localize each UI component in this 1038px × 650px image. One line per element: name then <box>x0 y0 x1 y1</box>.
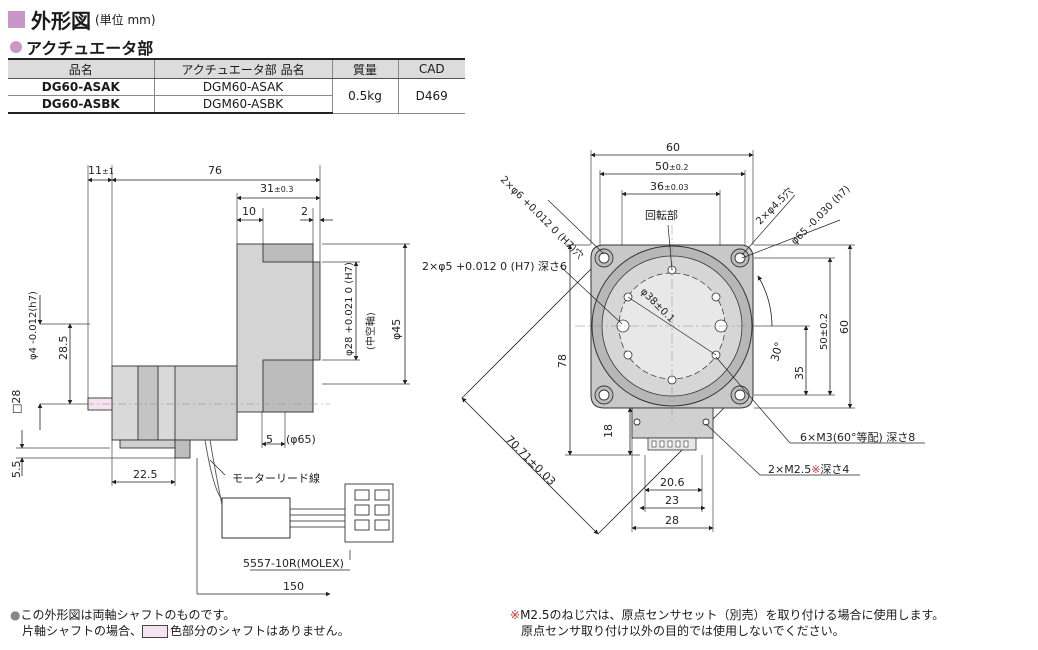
dim-5: 5 <box>266 433 273 446</box>
pink-shaft-swatch <box>142 625 169 638</box>
side-view: 11±1 76 31±0.3 10 2 φ4 -0.012(h7) 28.5 □… <box>10 164 410 597</box>
note-left-line2a: 片軸シャフトの場合、 <box>22 624 143 638</box>
dim-23: 23 <box>665 494 679 507</box>
front-view: 60 50±0.2 36±0.03 2×φ6 +0.012 0 (H7)穴 2×… <box>422 141 925 535</box>
spec-table: 品名 アクチュエータ部 品名 質量 CAD DG60-ASAK DGM60-AS… <box>8 58 465 114</box>
dim-60-right: 60 <box>838 320 851 334</box>
dim-50: 50±0.2 <box>655 160 688 173</box>
dim-10: 10 <box>242 205 256 218</box>
angle-30: 30° <box>768 341 786 363</box>
connector-label: 5557-10R(MOLEX) <box>243 557 344 570</box>
phi5-hole-label: 2×φ5 +0.012 0 (H7) 深さ6 <box>422 260 567 273</box>
section-title: アクチュエータ部 <box>26 39 154 58</box>
actuator-cell: DGM60-ASBK <box>153 95 332 114</box>
dim-28: 28 <box>665 514 679 527</box>
dim-20-6: 20.6 <box>660 476 685 489</box>
note-left-line2b: 色部分のシャフトはありません。 <box>170 624 350 638</box>
rotating-part-label: 回転部 <box>645 208 678 222</box>
dim-50-right: 50±0.2 <box>819 313 830 350</box>
dim-phi45: φ45 <box>390 319 403 340</box>
unit-label: (単位 mm) <box>95 13 156 27</box>
table-row: DG60-ASBK DGM60-ASBK <box>8 95 465 114</box>
note-right-line2: 原点センサ取り付け以外の目的では使用しないでください。 <box>521 624 845 638</box>
table-row: DG60-ASAK DGM60-ASAK 0.5kg D469 <box>8 78 465 114</box>
hole-h7-label: 2×φ6 +0.012 0 (H7)穴 <box>498 173 587 262</box>
col-header-cad: CAD <box>397 58 465 79</box>
dim-36: 36±0.03 <box>650 180 689 193</box>
note-mark: ※ <box>510 608 521 622</box>
dim-60-top: 60 <box>666 141 680 154</box>
hole-45-label: 2×φ4.5穴 <box>753 185 796 228</box>
model-cell: DG60-ASBK <box>8 95 154 114</box>
note-left-line1: この外形図は両軸シャフトのものです。 <box>20 608 236 622</box>
dim-78: 78 <box>556 354 569 368</box>
dim-sq28: □28 <box>10 390 23 414</box>
dim-18: 18 <box>602 424 615 438</box>
dim-76: 76 <box>208 164 222 177</box>
spec-table-header: 品名 アクチュエータ部 品名 質量 CAD <box>8 58 465 79</box>
dim-22-5: 22.5 <box>133 468 158 481</box>
cad-link[interactable]: D469 <box>397 78 465 114</box>
phi65-h7-label: φ65 -0.030 (h7) <box>789 184 852 247</box>
dim-11: 11±1 <box>88 164 114 177</box>
lead-wire-label: モーターリード線 <box>232 471 320 485</box>
m25-thread-label: 2×M2.5※深さ4 <box>768 463 849 476</box>
mass-cell: 0.5kg <box>331 78 398 114</box>
col-header-model: 品名 <box>8 58 154 79</box>
col-header-actuator: アクチュエータ部 品名 <box>153 58 332 79</box>
right-note: ※M2.5のねじ穴は、原点センサセット（別売）を取り付ける場合に使用します。 原… <box>510 607 944 639</box>
dim-35: 35 <box>793 366 806 380</box>
section-heading: アクチュエータ部 <box>10 35 153 59</box>
section-square-icon <box>8 11 25 28</box>
col-header-mass: 質量 <box>331 58 398 79</box>
left-note: ●この外形図は両軸シャフトのものです。 片軸シャフトの場合、色部分のシャフトはあ… <box>10 608 350 638</box>
m3-thread-label: 6×M3(60°等配) 深さ8 <box>800 430 915 444</box>
page-title: 外形図 <box>31 9 91 33</box>
dim-31: 31±0.3 <box>260 182 293 195</box>
dim-150: 150 <box>283 580 304 593</box>
hollow-shaft-label: (中空軸) <box>364 312 377 350</box>
dim-28-5: 28.5 <box>57 336 70 361</box>
dim-2: 2 <box>301 205 308 218</box>
dim-phi4: φ4 -0.012(h7) <box>28 291 39 360</box>
page-header: 外形図 (単位 mm) <box>8 5 156 34</box>
actuator-cell: DGM60-ASAK <box>153 78 332 96</box>
dim-5-5: 5.5 <box>10 461 23 479</box>
bullet-icon <box>10 41 22 53</box>
model-cell: DG60-ASAK <box>8 78 154 96</box>
note-right-line1: M2.5のねじ穴は、原点センサセット（別売）を取り付ける場合に使用します。 <box>520 608 945 622</box>
dim-phi65-ref: (φ65) <box>286 433 316 446</box>
dim-70-71: 70.71±0.03 <box>503 433 558 488</box>
dim-phi28: φ28 +0.021 0 (H7) <box>344 262 355 356</box>
